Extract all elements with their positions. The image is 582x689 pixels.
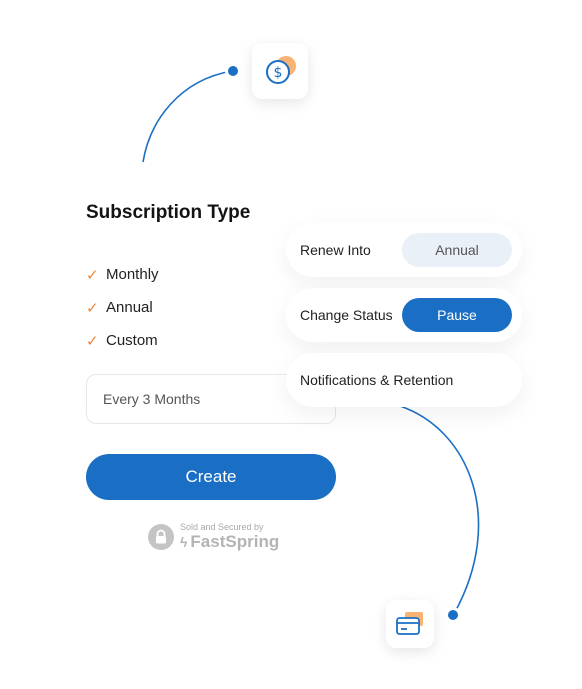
top-connector-line [142,70,233,163]
change-status-label: Change Status [300,307,393,323]
subscription-type-monthly[interactable]: ✓ Monthly [86,258,159,291]
create-button[interactable]: Create [86,454,336,500]
credit-card-tile [386,600,434,648]
bottom-connector-dot [445,607,461,623]
check-icon: ✓ [86,266,99,284]
fastspring-mark-icon: ϟ [180,534,188,550]
secured-caption: Sold and Secured by [180,522,264,532]
renew-annual-button[interactable]: Annual [402,233,512,267]
pause-button[interactable]: Pause [402,298,512,332]
check-icon: ✓ [86,332,99,350]
subscription-type-label: Monthly [106,266,159,283]
subscription-type-annual[interactable]: ✓ Annual [86,291,159,324]
svg-text:$: $ [274,65,283,81]
subscription-type-list: ✓ Monthly ✓ Annual ✓ Custom [86,258,159,357]
notifications-label: Notifications & Retention [300,372,454,388]
brand-name: FastSpring [190,532,280,551]
dollar-coin-icon: $ [266,56,296,84]
subscription-type-label: Custom [106,332,158,349]
bottom-connector-line [399,405,480,613]
subscription-type-label: Annual [106,299,153,316]
secured-badge: Sold and Secured by ϟ FastSpring [148,522,279,552]
subscription-type-custom[interactable]: ✓ Custom [86,324,159,357]
interval-field-value: Every 3 Months [103,391,201,407]
notifications-card[interactable]: Notifications & Retention [286,353,522,407]
page-title: Subscription Type [86,202,251,223]
change-status-card: Change Status Pause [286,288,522,342]
renew-into-card: Renew Into Annual [286,223,522,277]
lock-icon [148,524,174,550]
fastspring-logo: ϟ FastSpring [180,532,279,552]
dollar-coin-tile: $ [252,43,308,99]
top-connector-dot [225,63,241,79]
check-icon: ✓ [86,299,99,317]
credit-card-icon [396,612,423,635]
renew-into-label: Renew Into [300,242,371,258]
